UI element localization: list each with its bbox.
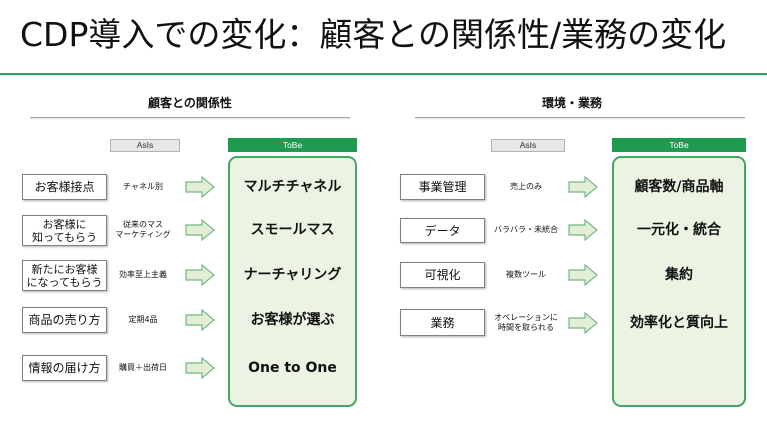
right-arrow-icon: [568, 175, 598, 199]
asis-description: オペレーションに 時間を取られる: [494, 313, 558, 332]
asis-description: 定期4品: [128, 315, 158, 324]
slide-title: CDP導入での変化：顧客との関係性/業務の変化: [20, 15, 727, 54]
left-panel-heading: 顧客との関係性: [148, 96, 232, 110]
left-heading-divider: [30, 117, 350, 118]
left-asis-tag: AsIs: [110, 139, 180, 152]
right-arrow-icon: [185, 263, 215, 287]
right-arrow-icon: [568, 311, 598, 335]
tobe-value: ナーチャリング: [243, 267, 342, 283]
right-arrow-icon: [568, 218, 598, 242]
asis-description: チャネル別: [123, 182, 163, 191]
right-arrow-icon: [185, 218, 215, 242]
left-tobe-panel: [228, 156, 357, 407]
asis-description: バラバラ・未統合: [494, 225, 558, 234]
asis-description: 売上のみ: [510, 182, 542, 191]
right-heading-divider: [415, 117, 745, 118]
right-panel-heading: 環境・業務: [541, 96, 602, 110]
tobe-value: お客様が選ぶ: [250, 312, 335, 328]
right-arrow-icon: [185, 175, 215, 199]
asis-item-box: 商品の売り方: [22, 307, 107, 333]
asis-item-box: 新たにお客様 になってもらう: [22, 260, 107, 291]
right-arrow-icon: [185, 308, 215, 332]
asis-item-box: 事業管理: [400, 174, 485, 200]
tobe-value: スモールマス: [250, 222, 335, 238]
asis-item-box: 情報の届け方: [22, 355, 107, 381]
tobe-value: マルチチャネル: [243, 179, 342, 195]
asis-item-box: 業務: [400, 309, 485, 336]
asis-item-box: お客様接点: [22, 174, 107, 200]
asis-description: 従来のマス マーケティング: [115, 220, 171, 239]
asis-item-box: お客様に 知ってもらう: [22, 215, 107, 246]
right-arrow-icon: [568, 263, 598, 287]
asis-item-box: データ: [400, 218, 485, 243]
tobe-value: One to One: [248, 360, 337, 376]
tobe-value: 集約: [665, 267, 693, 283]
tobe-value: 顧客数/商品軸: [634, 179, 724, 195]
tobe-value: 効率化と質向上: [630, 315, 728, 331]
right-tobe-tag: ToBe: [612, 138, 746, 152]
asis-description: 購買＋出荷日: [119, 363, 167, 372]
right-asis-tag: AsIs: [491, 139, 565, 152]
left-tobe-tag: ToBe: [228, 138, 357, 152]
right-arrow-icon: [185, 356, 215, 380]
asis-description: 複数ツール: [506, 270, 546, 279]
tobe-value: 一元化・統合: [637, 222, 721, 238]
title-divider: [0, 73, 767, 75]
asis-description: 効率至上主義: [119, 270, 167, 279]
asis-item-box: 可視化: [400, 262, 485, 288]
right-tobe-panel: [612, 156, 746, 407]
